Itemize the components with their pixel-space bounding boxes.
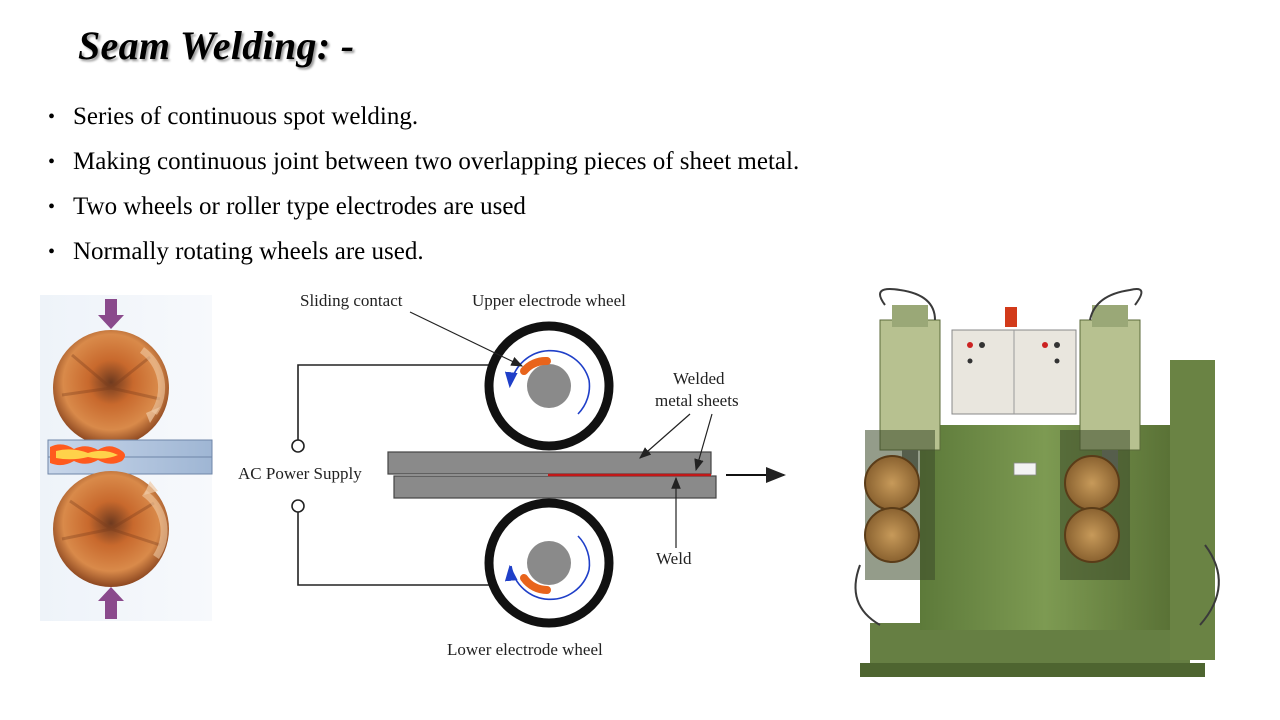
right-welding-wheels: [1060, 430, 1130, 580]
machine-body: [920, 425, 1170, 630]
bullet-list: • Series of continuous spot welding. • Mak…: [48, 100, 799, 280]
bullet-item: • Normally rotating wheels are used.: [48, 235, 799, 280]
up-force-arrow: [98, 587, 124, 619]
lower-copper-roller: [53, 471, 169, 587]
power-terminal-top: [291, 439, 305, 453]
slide-title: Seam Welding: -: [78, 23, 355, 68]
label-lower-electrode-wheel: Lower electrode wheel: [447, 640, 603, 659]
machine-nameplate: [1013, 462, 1037, 476]
warning-beacon: [1005, 307, 1017, 327]
bullet-icon: •: [48, 151, 56, 173]
seam-welding-schematic: Sliding contact Upper electrode wheel We…: [238, 291, 786, 659]
upper-sliding-contact: [520, 356, 551, 375]
upper-copper-roller: [53, 330, 169, 446]
roller-illustration: [40, 295, 213, 621]
bullet-icon: •: [48, 106, 56, 128]
power-terminal-bottom: [291, 499, 305, 513]
control-panel: [951, 307, 1077, 415]
bullet-text: Two wheels or roller type electrodes are…: [73, 193, 526, 220]
left-welding-wheels: [864, 430, 935, 580]
label-welded-line1: Welded: [673, 369, 725, 388]
right-cylinder-assembly: [1079, 305, 1141, 480]
upper-rotation-arc: [510, 349, 590, 385]
bullet-text: Normally rotating wheels are used.: [73, 238, 424, 265]
bullet-item: • Series of continuous spot welding.: [48, 100, 799, 145]
lower-electrode-wheel: [484, 498, 614, 628]
circuit-wiring: [297, 364, 510, 586]
label-sliding-contact: Sliding contact: [300, 291, 403, 310]
lower-sliding-contact: [520, 574, 551, 595]
metal-sheets: [387, 451, 717, 499]
machine-side-panel: [1170, 360, 1215, 660]
down-force-arrow: [98, 299, 124, 329]
leader-lines: [409, 311, 713, 548]
bullet-text: Series of continuous spot welding.: [73, 103, 419, 130]
bullet-item: • Two wheels or roller type electrodes ar…: [48, 190, 799, 235]
upper-metal-sheet: [387, 451, 712, 475]
bullet-text: Making continuous joint between two over…: [73, 148, 800, 175]
seam-welding-machine-photo: [854, 288, 1220, 677]
bullet-item: • Making continuous joint between two ove…: [48, 145, 799, 190]
label-ac-power-supply: AC Power Supply: [238, 464, 362, 483]
bullet-icon: •: [48, 241, 56, 263]
label-weld: Weld: [656, 549, 692, 568]
hoses: [854, 288, 1220, 626]
label-upper-electrode-wheel: Upper electrode wheel: [472, 291, 626, 310]
workpiece-sheets: [47, 439, 213, 475]
bullet-icon: •: [48, 196, 56, 218]
upper-electrode-wheel: [484, 321, 614, 451]
label-welded-line2: metal sheets: [655, 391, 739, 410]
lower-metal-sheet: [393, 475, 717, 499]
